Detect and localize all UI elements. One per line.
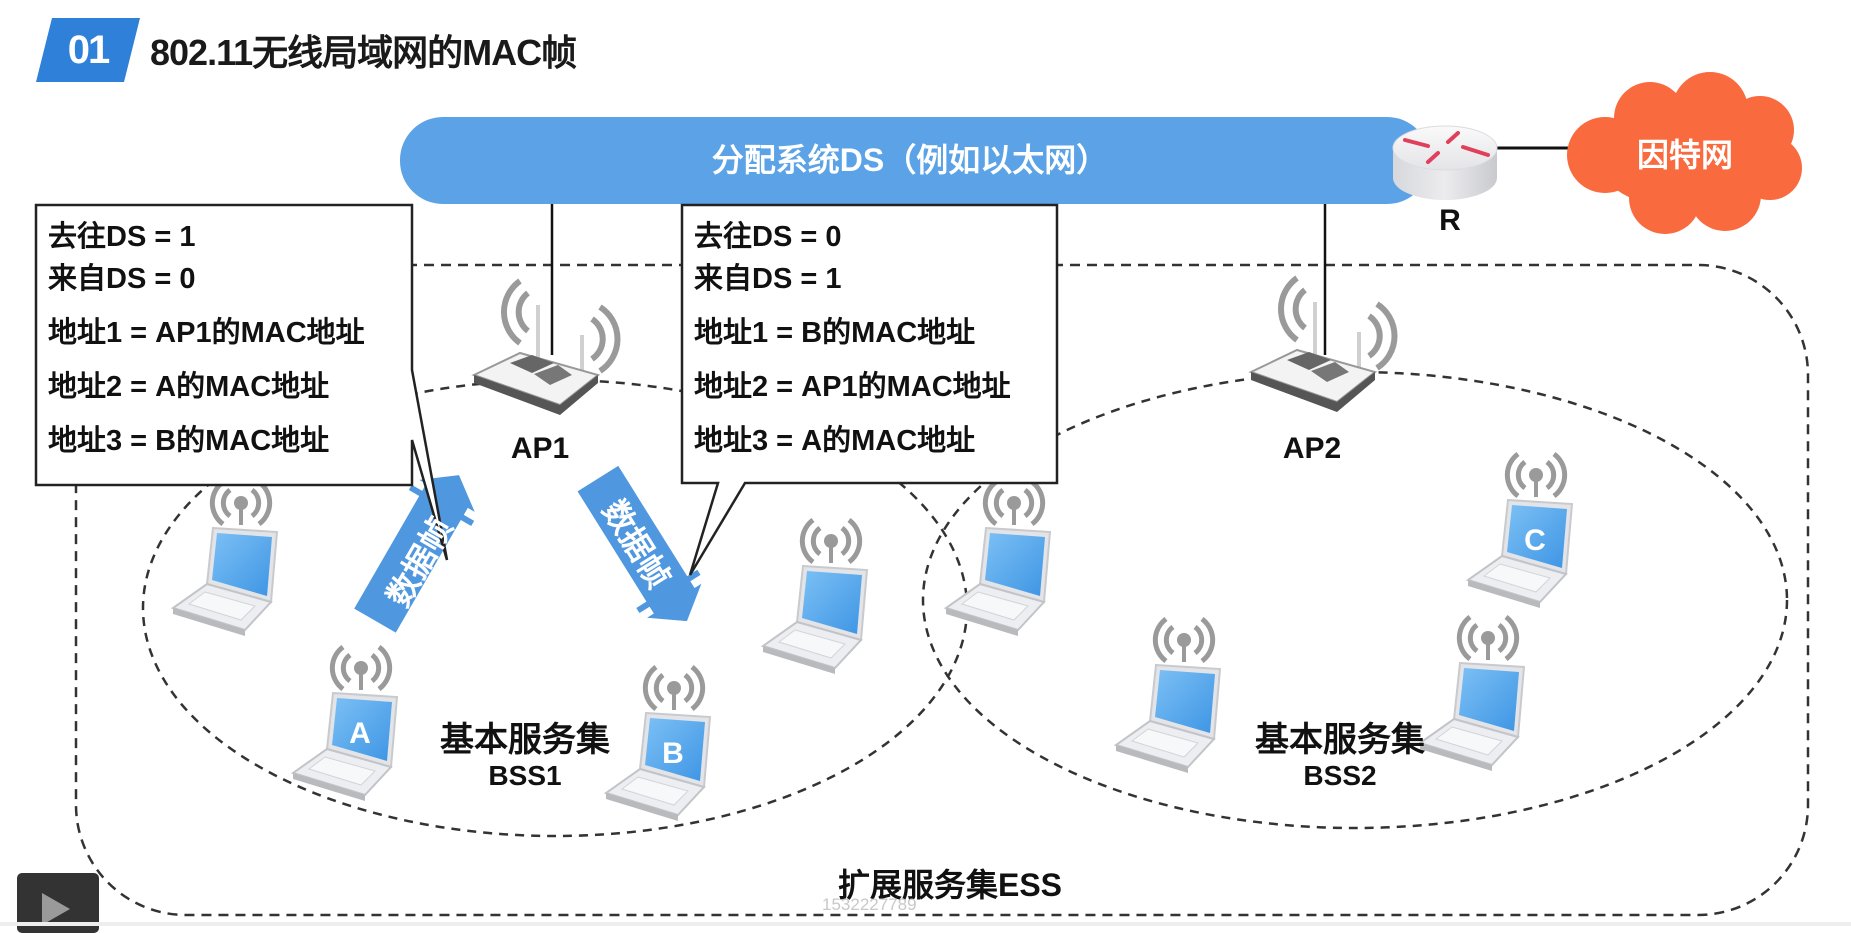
laptop-bss1-topleft [170,479,279,636]
laptop-b: B [603,664,712,821]
callout-2: 去往DS = 0 来自DS = 1 地址1 = B的MAC地址 地址2 = AP… [682,205,1057,483]
bss1-name: 基本服务集 [440,721,610,759]
page-title: 802.11无线局域网的MAC帧 [150,32,577,73]
laptop-c: C [1465,451,1574,608]
ap2-wifi-router-icon [1248,275,1398,412]
laptop-bss1-right [760,517,869,674]
callout-1-line: 去往DS = 1 [48,221,196,253]
frame-arrow-up [354,475,475,633]
bss2-name: 基本服务集 [1255,721,1425,759]
bss2-id: BSS2 [1303,760,1377,791]
internet-cloud-icon [1567,72,1802,234]
play-icon [42,893,70,925]
callout-2-box [680,203,1059,576]
section-badge: 01 [36,18,140,82]
ap1-wifi-router-icon [471,278,621,415]
callout-2-line: 地址3 = A的MAC地址 [694,425,976,457]
callout-1-line: 来自DS = 0 [48,263,196,295]
callout-2-line: 去往DS = 0 [694,221,842,253]
router-label: R [1439,204,1461,237]
laptop-bss2-bottomleft [1113,616,1222,773]
internet-label: 因特网 [1636,137,1733,173]
callout-1-box [34,203,449,561]
callout-1-line: 地址1 = AP1的MAC地址 [48,317,365,349]
ds-bar [400,117,1430,204]
section-number: 01 [67,28,111,72]
laptop-c-label: C [1524,524,1546,557]
laptop-a: A [290,644,399,801]
callout-1: 去往DS = 1 来自DS = 0 地址1 = AP1的MAC地址 地址2 = … [36,205,412,485]
ess-label: 扩展服务集ESS [837,867,1063,903]
watermark: 1532227789 [822,895,917,914]
frame-arrow-down [577,465,702,622]
bottom-bar [0,922,1851,926]
callout-1-line: 地址3 = B的MAC地址 [48,425,330,457]
laptop-b-label: B [662,737,684,770]
bss1-id: BSS1 [488,760,562,791]
callout-2-line: 地址1 = B的MAC地址 [694,317,976,349]
callout-2-line: 地址2 = AP1的MAC地址 [694,371,1011,403]
ap1-label: AP1 [510,432,570,465]
laptop-a-label: A [349,717,371,750]
callout-2-line: 来自DS = 1 [694,263,842,295]
router-icon [1392,125,1498,200]
laptop-bss2-left [943,479,1052,636]
laptop-bss2-bottomright [1417,614,1526,771]
ap2-label: AP2 [1282,432,1342,465]
callout-1-line: 地址2 = A的MAC地址 [48,371,330,403]
ds-label: 分配系统DS（例如以太网） [711,142,1109,178]
